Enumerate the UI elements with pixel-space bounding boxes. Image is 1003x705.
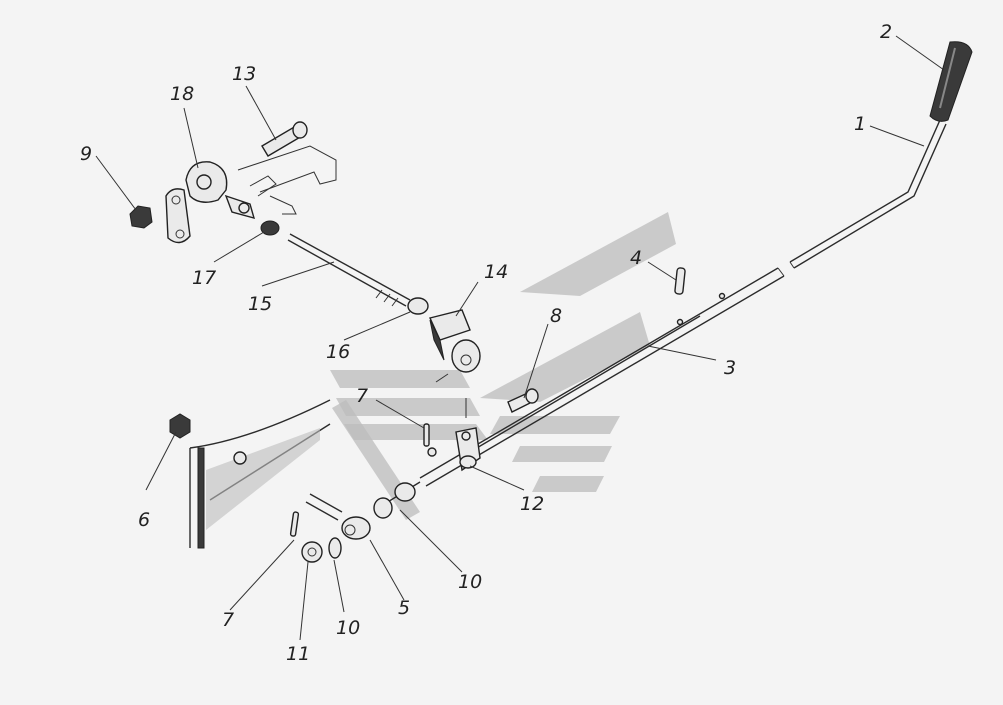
- callout-1: 1: [854, 113, 866, 135]
- lever-rod: [789, 119, 947, 269]
- callout-4: 4: [630, 247, 642, 269]
- callout-18: 18: [170, 83, 194, 105]
- cotter-pins: [289, 423, 437, 537]
- mounting-outline: [237, 145, 337, 215]
- leader-lines: [95, 35, 945, 641]
- callout-8: 8: [550, 305, 562, 327]
- callout-11: 11: [286, 643, 310, 665]
- callout-7a: 7: [356, 385, 368, 407]
- bolt-13: [261, 121, 308, 157]
- callout-9: 9: [80, 143, 92, 165]
- callout-2: 2: [880, 21, 892, 43]
- eye-bolt-5: [305, 493, 343, 521]
- callout-13: 13: [232, 63, 256, 85]
- nut-16: [407, 297, 429, 315]
- callout-5: 5: [398, 597, 410, 619]
- callout-17: 17: [192, 267, 216, 289]
- callout-12: 12: [520, 493, 544, 515]
- bracket-14: [429, 309, 481, 373]
- threaded-rod-15: [287, 233, 411, 307]
- lug-plate: [165, 188, 191, 244]
- callout-10a: 10: [458, 571, 482, 593]
- callout-7b: 7: [222, 609, 234, 631]
- callout-14: 14: [484, 261, 508, 283]
- yoke-12: [455, 427, 481, 472]
- watermark-logo: [330, 212, 676, 520]
- washers: [301, 537, 342, 563]
- callout-16: 16: [326, 341, 350, 363]
- callout-15: 15: [248, 293, 272, 315]
- callout-6: 6: [138, 509, 150, 531]
- panel-section: [189, 399, 331, 549]
- callout-3: 3: [724, 357, 736, 379]
- bracket-18: [185, 161, 256, 220]
- lever-tube: [419, 267, 785, 487]
- pin-4: [674, 267, 686, 295]
- nut-6: [169, 413, 191, 439]
- nut-17: [260, 220, 280, 236]
- bolt-8: [507, 388, 539, 413]
- nut-9: [129, 205, 153, 229]
- callout-10b: 10: [336, 617, 360, 639]
- lever-knob: [929, 41, 973, 122]
- shift-rod: [341, 481, 421, 540]
